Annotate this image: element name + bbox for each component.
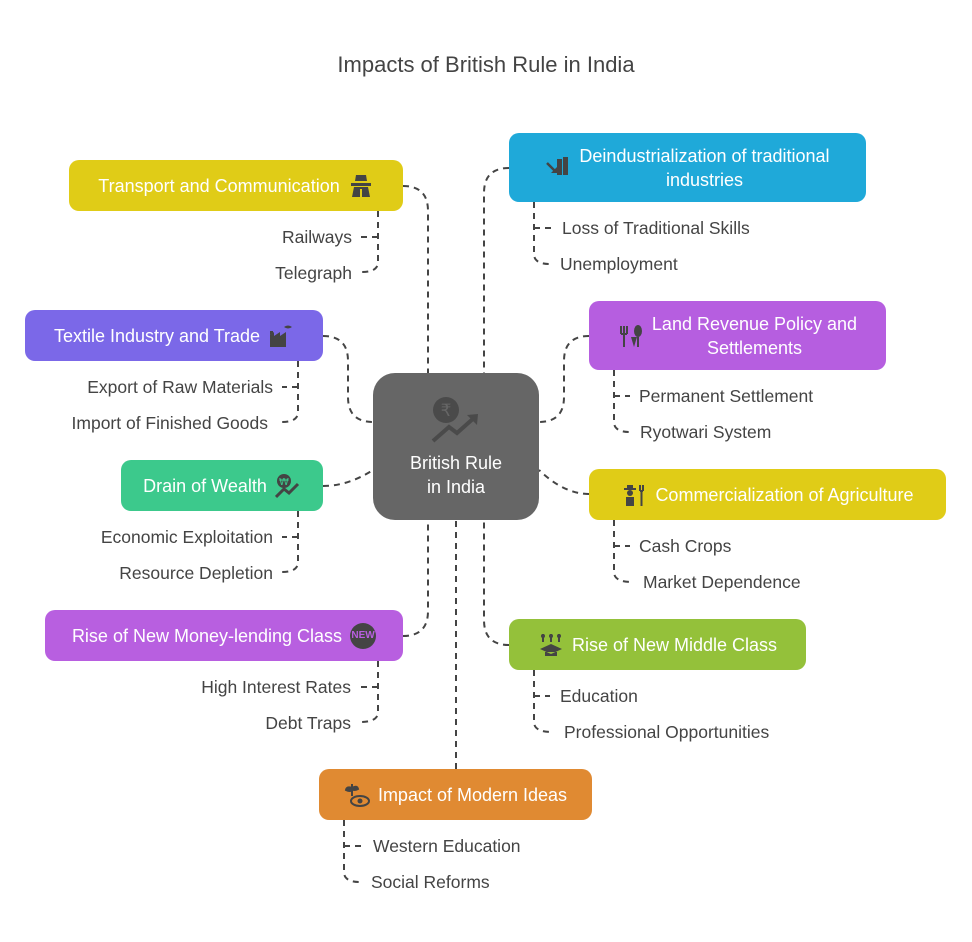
node-label: Drain of Wealth (143, 475, 267, 496)
child-unemployment: Unemployment (560, 254, 678, 274)
child-debt: Debt Traps (265, 713, 351, 733)
node-label: Commercialization of Agriculture (655, 484, 914, 505)
node-label: Rise of New Money-lending Class (71, 625, 343, 646)
node-label-line1: Deindustrialization of traditional (579, 145, 830, 166)
child-professional: Professional Opportunities (564, 722, 770, 742)
central-label-line2: in India (426, 477, 486, 497)
child-western-education: Western Education (373, 836, 521, 856)
node-middle-class[interactable]: Rise of New Middle Class (509, 619, 806, 670)
child-cash-crops: Cash Crops (639, 536, 732, 556)
node-drain[interactable]: Drain of Wealth ₩ (121, 460, 323, 511)
central-label-line1: British Rule (409, 453, 503, 473)
node-modern-ideas[interactable]: Impact of Modern Ideas (319, 769, 592, 820)
node-textile[interactable]: Textile Industry and Trade (25, 310, 323, 361)
svg-text:₩: ₩ (279, 477, 289, 488)
node-label-line2: Settlements (706, 337, 803, 358)
child-telegraph: Telegraph (275, 263, 352, 283)
currency-growth-icon: ₩ (274, 473, 299, 498)
central-node[interactable]: ₹ British Rule in India (373, 373, 539, 520)
child-import: Import of Finished Goods (71, 413, 268, 433)
node-deindustrialization[interactable]: Deindustrialization of traditional indust… (509, 133, 866, 202)
node-label-line1: Land Revenue Policy and (651, 313, 858, 334)
farmer-icon (624, 484, 645, 506)
child-social-reforms: Social Reforms (371, 872, 490, 892)
child-depletion: Resource Depletion (119, 563, 273, 583)
node-transport[interactable]: Transport and Communication (69, 160, 403, 211)
node-commercialization[interactable]: Commercialization of Agriculture (589, 469, 946, 520)
child-exploitation: Economic Exploitation (100, 527, 273, 547)
child-export: Export of Raw Materials (87, 377, 273, 397)
new-badge-icon: NEW (350, 622, 377, 649)
child-education: Education (560, 686, 638, 706)
eye-plant-icon (344, 783, 370, 807)
diagram-title: Impacts of British Rule in India (337, 52, 635, 77)
child-railways: Railways (281, 227, 352, 247)
child-ryotwari: Ryotwari System (640, 422, 772, 442)
node-money[interactable]: Rise of New Money-lending Class NEW (45, 610, 403, 661)
child-skills: Loss of Traditional Skills (562, 218, 750, 238)
node-label: Rise of New Middle Class (571, 634, 778, 655)
highway-icon (350, 174, 371, 197)
industry-decline-icon (546, 156, 569, 175)
node-label-line2: industries (665, 169, 744, 190)
child-permanent: Permanent Settlement (639, 386, 814, 406)
child-market: Market Dependence (643, 572, 801, 592)
child-interest: High Interest Rates (201, 677, 351, 697)
node-label: Impact of Modern Ideas (377, 784, 568, 805)
svg-text:₹: ₹ (441, 401, 452, 421)
cutlery-icon (619, 324, 642, 347)
node-label: Transport and Communication (98, 175, 340, 196)
node-label: Textile Industry and Trade (53, 325, 261, 346)
rupee-growth-icon: ₹ (431, 397, 478, 443)
factory-icon (270, 325, 293, 347)
graduation-cap-icon (539, 633, 562, 656)
